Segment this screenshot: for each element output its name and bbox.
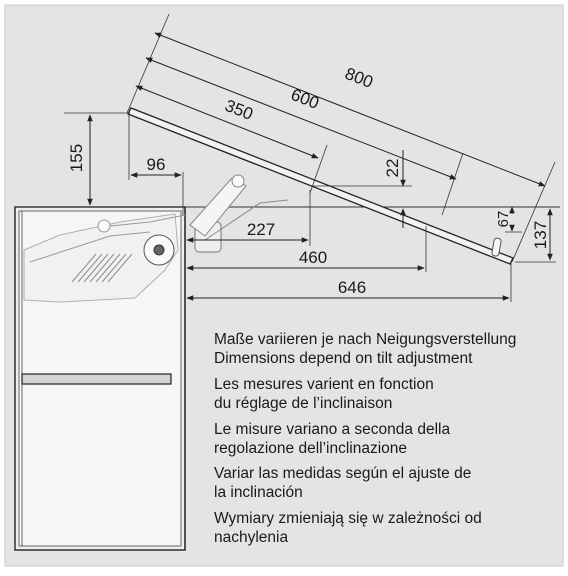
dim-137-label: 137 [531,221,550,249]
cabinet-shelf [21,373,172,385]
dim-67-label: 67 [495,211,512,228]
note-line-fr-2: du réglage de l’inclinaison [214,395,392,412]
note-line-it-1: Le misure variano a seconda della [214,421,450,438]
note-line-en-1: Dimensions depend on tilt adjustment [214,350,473,367]
note-line-it-2: regolazione dell’inclinazione [214,440,407,457]
panel-stop [491,237,502,257]
note-line-es-1: Variar las medidas según el ajuste de [214,465,471,482]
dim-155-label: 155 [67,144,86,172]
note-line-de-1: Maße variieren je nach Neigungsverstellu… [214,331,516,348]
note-line-es-2: la inclinación [214,484,303,501]
note-line-pl-2: nachylenia [214,529,288,546]
dim-646-label: 646 [338,278,366,297]
tilt-note: Maße variieren je nach Neigungsverstellu… [214,331,516,546]
dimension-lines [87,32,553,301]
dim-96-label: 96 [147,155,166,174]
note-line-fr-1: Les mesures varient en fonction [214,376,434,393]
dim-22-label: 22 [383,159,402,178]
dim-227-label: 227 [247,220,275,239]
dim-460-label: 460 [299,248,327,267]
note-line-pl-1: Wymiary zmieniają się w zależności od [214,510,482,527]
